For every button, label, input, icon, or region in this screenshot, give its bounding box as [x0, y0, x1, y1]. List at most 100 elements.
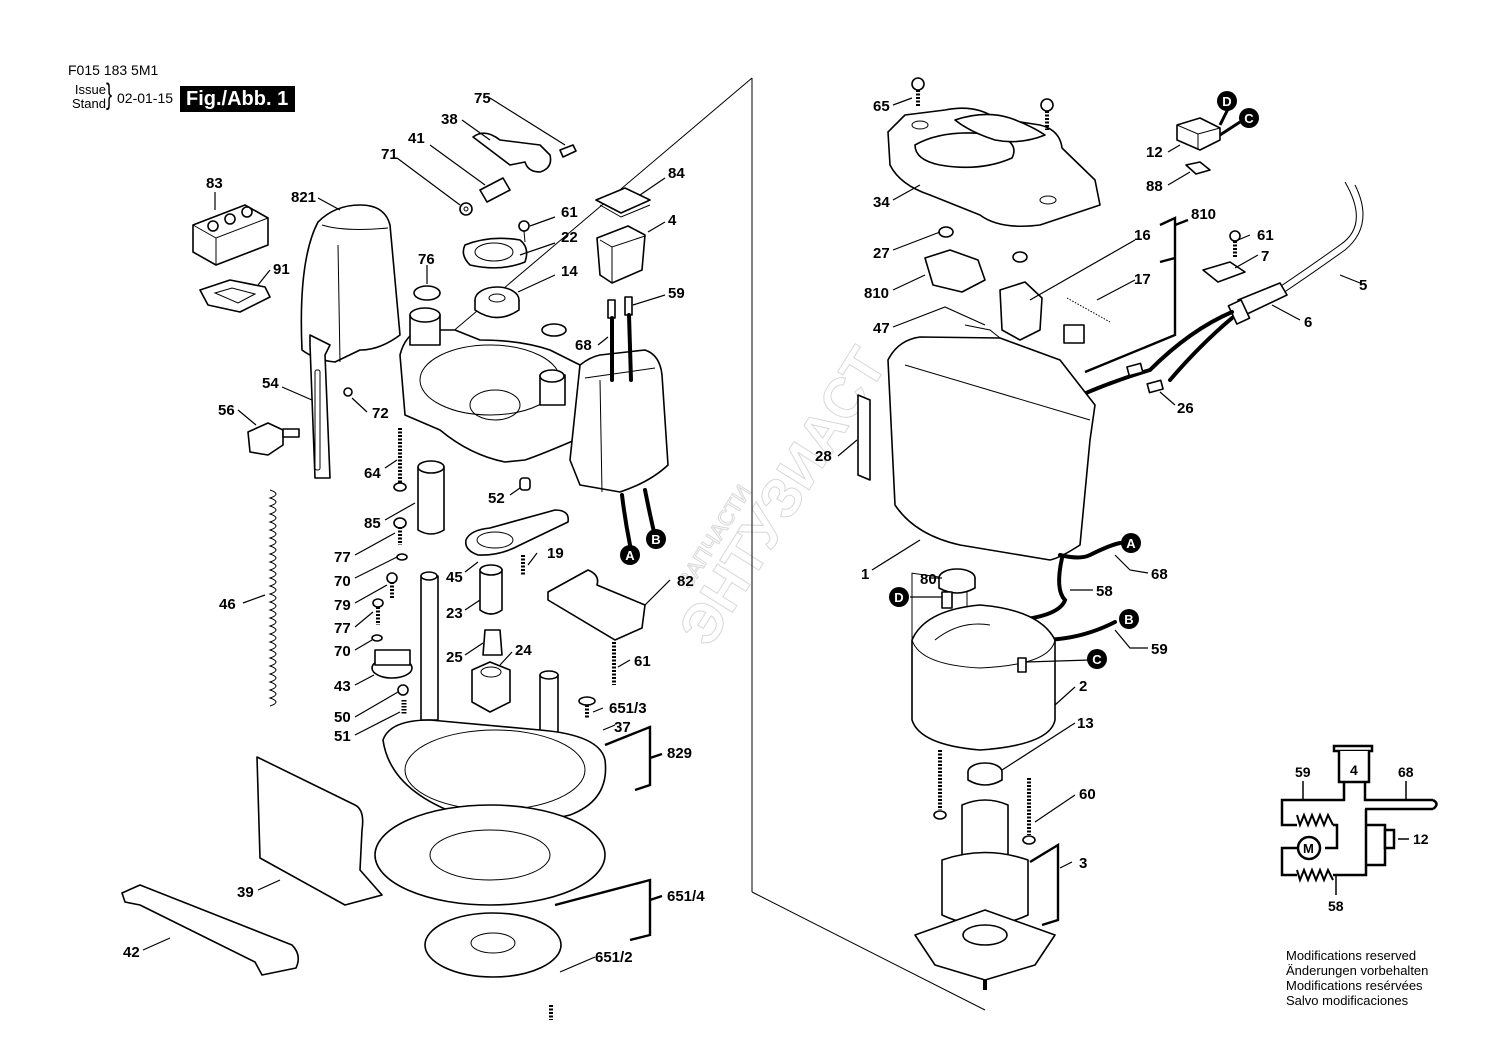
- callout-42[interactable]: 42: [123, 944, 140, 961]
- callout-12[interactable]: 12: [1146, 144, 1163, 161]
- callout-5[interactable]: 5: [1359, 277, 1367, 294]
- callout-68-right[interactable]: 68: [1151, 566, 1168, 583]
- callout-64[interactable]: 64: [364, 465, 381, 482]
- part-strain-relief-6[interactable]: [1227, 282, 1288, 325]
- part-armature-3[interactable]: [914, 799, 1056, 990]
- callout-91[interactable]: 91: [273, 261, 290, 278]
- callout-28[interactable]: 28: [815, 448, 832, 465]
- part-ball-50[interactable]: [397, 684, 409, 696]
- part-screw-651-3[interactable]: [578, 696, 596, 718]
- callout-13[interactable]: 13: [1077, 715, 1094, 732]
- callout-46[interactable]: 46: [219, 596, 236, 613]
- callout-45[interactable]: 45: [446, 569, 463, 586]
- callout-25[interactable]: 25: [446, 649, 463, 666]
- callout-70-upper[interactable]: 70: [334, 573, 351, 590]
- callout-71[interactable]: 71: [381, 146, 398, 163]
- part-nut-72[interactable]: [343, 387, 353, 397]
- part-washer-70-lower[interactable]: [371, 634, 383, 642]
- part-motor-housing-1[interactable]: [887, 336, 1096, 647]
- part-sub-base-37[interactable]: [374, 804, 606, 906]
- part-spring-17[interactable]: [1066, 297, 1111, 323]
- part-insulator-88[interactable]: [1185, 161, 1211, 175]
- callout-651-3[interactable]: 651/3: [609, 700, 647, 717]
- callout-7[interactable]: 7: [1261, 248, 1269, 265]
- part-switch-housing-handle[interactable]: [569, 349, 669, 493]
- callout-19[interactable]: 19: [547, 545, 564, 562]
- part-screw-77-upper[interactable]: [393, 517, 407, 545]
- part-chip-shield-39[interactable]: [256, 756, 383, 906]
- callout-1[interactable]: 1: [861, 566, 869, 583]
- callout-77-lower[interactable]: 77: [334, 620, 351, 637]
- callout-80[interactable]: 80: [920, 571, 937, 588]
- callout-651-4[interactable]: 651/4: [667, 888, 705, 905]
- part-screw-75[interactable]: [559, 144, 577, 158]
- part-plate-45[interactable]: [464, 509, 570, 556]
- part-housing-cover-821[interactable]: [300, 204, 401, 363]
- part-tube-85[interactable]: [417, 460, 445, 535]
- callout-84[interactable]: 84: [668, 165, 685, 182]
- part-collet-sleeve-23[interactable]: [479, 564, 503, 615]
- callout-14[interactable]: 14: [561, 263, 578, 280]
- part-screw-65[interactable]: [911, 77, 1054, 130]
- part-spring-46[interactable]: [268, 489, 277, 707]
- callout-39[interactable]: 39: [237, 884, 254, 901]
- callout-34[interactable]: 34: [873, 194, 890, 211]
- part-terminal-26[interactable]: [1126, 362, 1164, 394]
- callout-810-left[interactable]: 810: [864, 285, 889, 302]
- callout-60[interactable]: 60: [1079, 786, 1096, 803]
- callout-77-upper[interactable]: 77: [334, 549, 351, 566]
- callout-47[interactable]: 47: [873, 320, 890, 337]
- callout-43[interactable]: 43: [334, 678, 351, 695]
- part-template-82[interactable]: [547, 569, 646, 641]
- callout-51[interactable]: 51: [334, 728, 351, 745]
- callout-50[interactable]: 50: [334, 709, 351, 726]
- callout-65[interactable]: 65: [873, 98, 890, 115]
- part-knob-56[interactable]: [247, 422, 300, 456]
- part-base-829[interactable]: [382, 719, 607, 824]
- callout-2[interactable]: 2: [1079, 678, 1087, 695]
- part-ring-80[interactable]: [938, 568, 976, 594]
- part-switch-cover-84[interactable]: [595, 187, 651, 218]
- callout-56[interactable]: 56: [218, 402, 235, 419]
- part-top-cover-34[interactable]: [887, 107, 1101, 228]
- part-wrench-42[interactable]: [121, 884, 300, 976]
- part-screw-64[interactable]: [393, 428, 407, 492]
- callout-38[interactable]: 38: [441, 111, 458, 128]
- part-nut-24[interactable]: [471, 661, 511, 713]
- part-brush[interactable]: [1063, 324, 1085, 344]
- part-screw-61-right[interactable]: [1229, 230, 1241, 258]
- callout-23[interactable]: 23: [446, 605, 463, 622]
- part-guide-column-left[interactable]: [420, 571, 439, 721]
- callout-829[interactable]: 829: [667, 745, 692, 762]
- callout-37-main[interactable]: 37: [614, 719, 631, 736]
- callout-41[interactable]: 41: [408, 130, 425, 147]
- callout-88[interactable]: 88: [1146, 178, 1163, 195]
- callout-70-lower[interactable]: 70: [334, 643, 351, 660]
- part-terminals-59-68[interactable]: [607, 296, 633, 382]
- callout-27[interactable]: 27: [873, 245, 890, 262]
- part-bolt-41[interactable]: [479, 177, 511, 203]
- part-screw-77-lower[interactable]: [372, 598, 384, 625]
- part-power-cord-5[interactable]: [1274, 181, 1364, 296]
- callout-61-top[interactable]: 61: [561, 204, 578, 221]
- callout-651-2[interactable]: 651/2: [595, 949, 633, 966]
- callout-16[interactable]: 16: [1134, 227, 1151, 244]
- part-depth-rail-54[interactable]: [309, 334, 331, 479]
- callout-82[interactable]: 82: [677, 573, 694, 590]
- callout-83[interactable]: 83: [206, 175, 223, 192]
- part-spring-52[interactable]: [519, 477, 531, 491]
- part-terminal-block-83[interactable]: [192, 204, 269, 266]
- part-cable-clamp-7[interactable]: [1202, 261, 1246, 283]
- callout-4[interactable]: 4: [668, 212, 677, 229]
- callout-26[interactable]: 26: [1177, 400, 1194, 417]
- callout-54[interactable]: 54: [262, 375, 279, 392]
- callout-6[interactable]: 6: [1304, 314, 1312, 331]
- callout-810-bracket[interactable]: 810: [1191, 206, 1216, 223]
- part-lever-38[interactable]: [472, 132, 552, 173]
- callout-52[interactable]: 52: [488, 490, 505, 507]
- part-field-stator-2[interactable]: [911, 591, 1056, 751]
- part-capacitor-12[interactable]: [1176, 117, 1221, 151]
- part-plate-651-4[interactable]: [424, 912, 562, 978]
- part-collet-25[interactable]: [482, 629, 503, 656]
- callout-61-bottom[interactable]: 61: [634, 653, 651, 670]
